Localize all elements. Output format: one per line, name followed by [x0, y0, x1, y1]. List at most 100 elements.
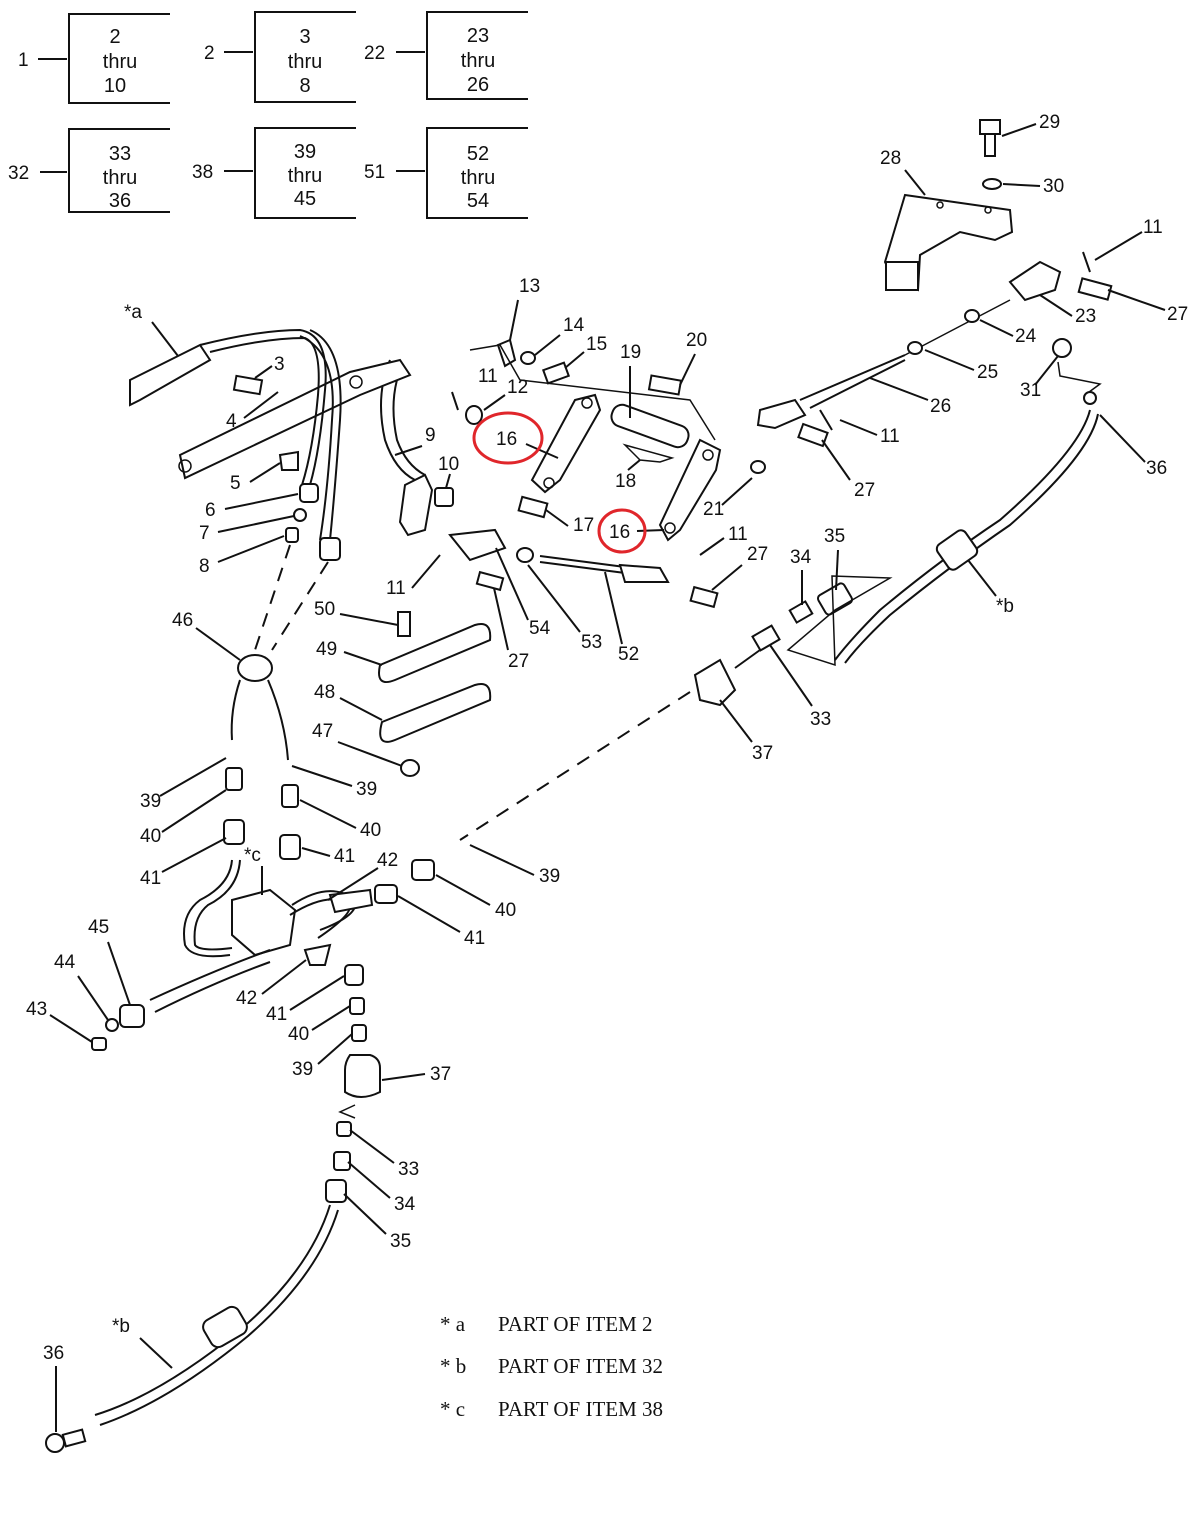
callout-45: 45 [88, 917, 131, 1006]
callout-47: 47 [312, 721, 403, 767]
callout-number: 19 [620, 342, 641, 363]
callout-number: 11 [478, 366, 498, 387]
callout-number: 35 [390, 1231, 411, 1252]
callout-11-b: 11 [699, 524, 748, 556]
callout-number: 33 [810, 709, 831, 730]
legend-key: * a [440, 1312, 466, 1336]
group-box-38: 38 39 thru 45 [192, 127, 356, 219]
callout-41-b: 41 [301, 846, 355, 867]
callout-39-a: 39 [140, 757, 227, 812]
callout-c: *c [244, 845, 263, 895]
callout-number: 45 [294, 188, 316, 210]
callout-number: 10 [438, 454, 459, 475]
group-item-label: 51 [364, 162, 385, 183]
callout-12: 12 [483, 377, 528, 411]
callout-number: 5 [230, 473, 241, 494]
group-item-label: 2 [204, 43, 215, 64]
callout-11-d: 11 [839, 419, 900, 447]
callout-number: 14 [563, 315, 585, 336]
callout-39-b: 39 [291, 765, 377, 800]
callout-number: 35 [824, 526, 845, 547]
callout-number: 42 [377, 850, 398, 871]
callout-9: 9 [394, 425, 436, 456]
callout-39-c: 39 [469, 844, 560, 887]
callout-number: 4 [226, 411, 237, 432]
callout-6: 6 [205, 493, 299, 521]
callout-number: 36 [43, 1343, 64, 1364]
callout-number: 54 [467, 190, 489, 212]
callout-number: thru [461, 167, 495, 189]
callout-number: 52 [467, 143, 489, 165]
callout-37-a: 37 [719, 699, 773, 764]
callout-34-b: 34 [347, 1161, 416, 1215]
callout-10: 10 [438, 454, 459, 489]
callout-number: 26 [467, 74, 489, 96]
callout-42-a: 42 [327, 850, 398, 901]
callout-number: *c [244, 845, 261, 866]
callout-34-a: 34 [790, 547, 812, 605]
callout-number: 50 [314, 599, 335, 620]
callout-number: 21 [703, 499, 724, 520]
legend-text: PART OF ITEM 38 [498, 1397, 663, 1421]
callout-number: 27 [747, 544, 768, 565]
legend-key: * b [440, 1354, 466, 1378]
callout-36-b: 36 [43, 1343, 64, 1432]
callout-number: 27 [854, 480, 875, 501]
callout-27-a: 27 [711, 544, 768, 591]
callout-27-d: 27 [493, 587, 529, 672]
callout-8: 8 [199, 535, 285, 577]
group-item-label: 32 [8, 163, 29, 184]
callout-number: 15 [586, 334, 607, 355]
callout-b-bottom: *b [112, 1316, 173, 1369]
highlight-circle [472, 411, 544, 465]
group-item-label: 1 [18, 50, 29, 71]
callout-25: 25 [924, 349, 998, 383]
callout-a-top: *a [124, 302, 179, 357]
callout-35-b: 35 [343, 1193, 411, 1252]
callout-11-c: 11 [1094, 217, 1163, 261]
callout-27-b: 27 [1107, 289, 1188, 325]
callout-number: thru [461, 50, 495, 72]
callout-number: 40 [288, 1024, 309, 1045]
callout-number: 16 [609, 522, 630, 543]
callout-number: 41 [266, 1004, 287, 1025]
callout-number: thru [288, 165, 322, 187]
callout-number: 37 [430, 1064, 451, 1085]
drawing-parts [45, 119, 1113, 1453]
callout-33-b: 33 [349, 1129, 419, 1180]
callout-17: 17 [545, 509, 594, 536]
callout-number: 37 [752, 743, 773, 764]
callout-36-a: 36 [1099, 414, 1167, 479]
callout-54: 54 [495, 547, 551, 639]
callout-49: 49 [316, 639, 383, 666]
legend-text: PART OF ITEM 32 [498, 1354, 663, 1378]
callout-7: 7 [199, 515, 295, 544]
group-item-label: 22 [364, 43, 385, 64]
callout-41-a: 41 [140, 837, 227, 889]
callout-number: 31 [1020, 380, 1041, 401]
callout-19: 19 [620, 342, 641, 418]
group-box-32: 32 33 thru 36 [8, 128, 170, 213]
callout-number: 48 [314, 682, 335, 703]
callout-41-c: 41 [397, 895, 485, 949]
callout-50: 50 [314, 599, 399, 626]
legend-text: PART OF ITEM 2 [498, 1312, 653, 1336]
callout-number: 34 [394, 1194, 416, 1215]
legend-key: * c [440, 1397, 465, 1421]
group-box-22: 22 23 thru 26 [364, 11, 528, 100]
callout-number: 11 [1143, 217, 1163, 238]
callout-16-a: 16 [472, 411, 559, 465]
callout-number: 12 [507, 377, 528, 398]
callout-40-d: 40 [288, 1005, 351, 1045]
callout-4: 4 [226, 391, 279, 432]
callout-28: 28 [880, 148, 926, 196]
callout-number: 13 [519, 276, 540, 297]
callout-number: 43 [26, 999, 47, 1020]
callout-number: 33 [109, 143, 131, 165]
callout-number: 39 [294, 141, 316, 163]
callout-number: 41 [334, 846, 355, 867]
callout-number: 53 [581, 632, 602, 653]
callout-26: 26 [869, 377, 951, 417]
callout-number: 3 [299, 26, 310, 48]
